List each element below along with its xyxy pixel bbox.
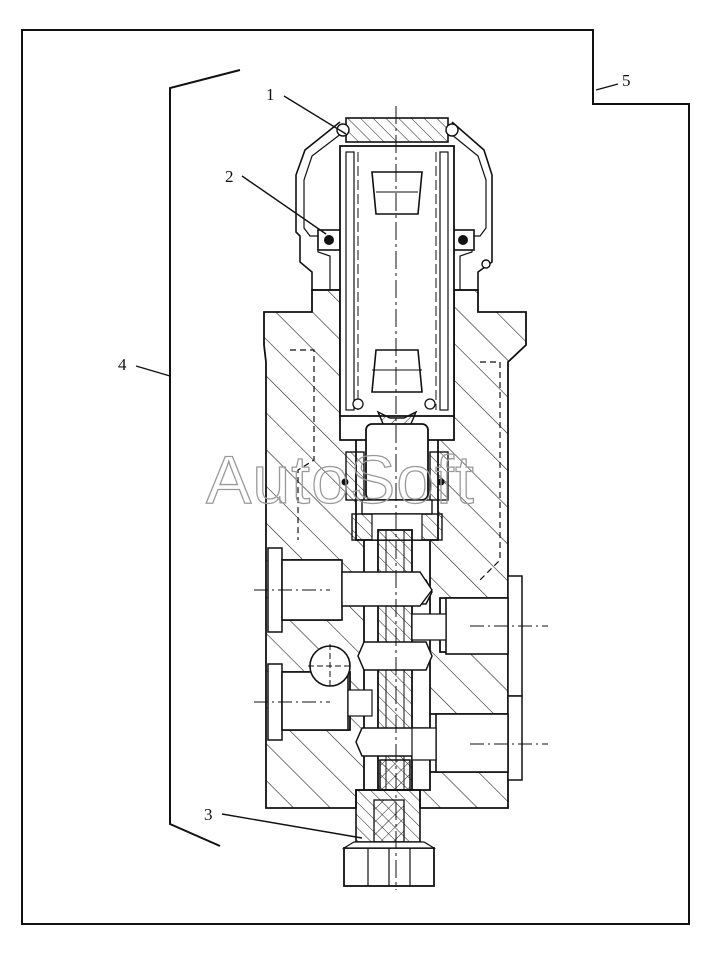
cap-ring-left (336, 123, 350, 137)
cap-ring-right (445, 123, 459, 137)
lower-spring-seat (371, 349, 423, 393)
cover-housing-inner-right (445, 129, 487, 290)
gauge-port (308, 644, 352, 688)
watermark-text: AutoSoft (206, 442, 475, 518)
adjuster-cone (341, 841, 437, 849)
seal-ring-left-core (324, 235, 334, 245)
callout-1: 1 (266, 85, 275, 104)
leader-line-3 (221, 813, 363, 839)
top-cap-plug (345, 117, 449, 143)
callout-5: 5 (622, 71, 631, 90)
o-ring-right (437, 478, 445, 486)
seal-ring-right-core (458, 235, 468, 245)
spring-cylinder-wall-left (345, 151, 355, 411)
callout-4: 4 (118, 355, 127, 374)
internal-passage-right (479, 361, 501, 581)
internal-passage-left (290, 349, 315, 540)
housing-latch (481, 259, 491, 269)
ball-bearing-right (424, 398, 436, 410)
cover-housing-inner (303, 129, 347, 290)
callout-3: 3 (204, 805, 213, 824)
assembly-bracket (169, 69, 241, 847)
drawing-frame (21, 29, 690, 925)
o-ring-left (341, 478, 349, 486)
lower-stem (379, 759, 411, 791)
callout-2: 2 (225, 167, 234, 186)
middle-poppet (357, 641, 433, 671)
upper-spring-seat (371, 171, 423, 215)
leader-line-2 (241, 175, 327, 235)
leader-line-4 (135, 365, 171, 377)
leader-line-5 (595, 83, 619, 91)
spring-cylinder-wall-right (439, 151, 449, 411)
port-lower-right (411, 695, 523, 781)
adjuster-screw (373, 799, 405, 843)
ball-bearing-left (352, 398, 364, 410)
piston-seal-left (345, 451, 365, 501)
piston-seal-right (429, 451, 449, 501)
leader-line-1 (283, 95, 347, 135)
